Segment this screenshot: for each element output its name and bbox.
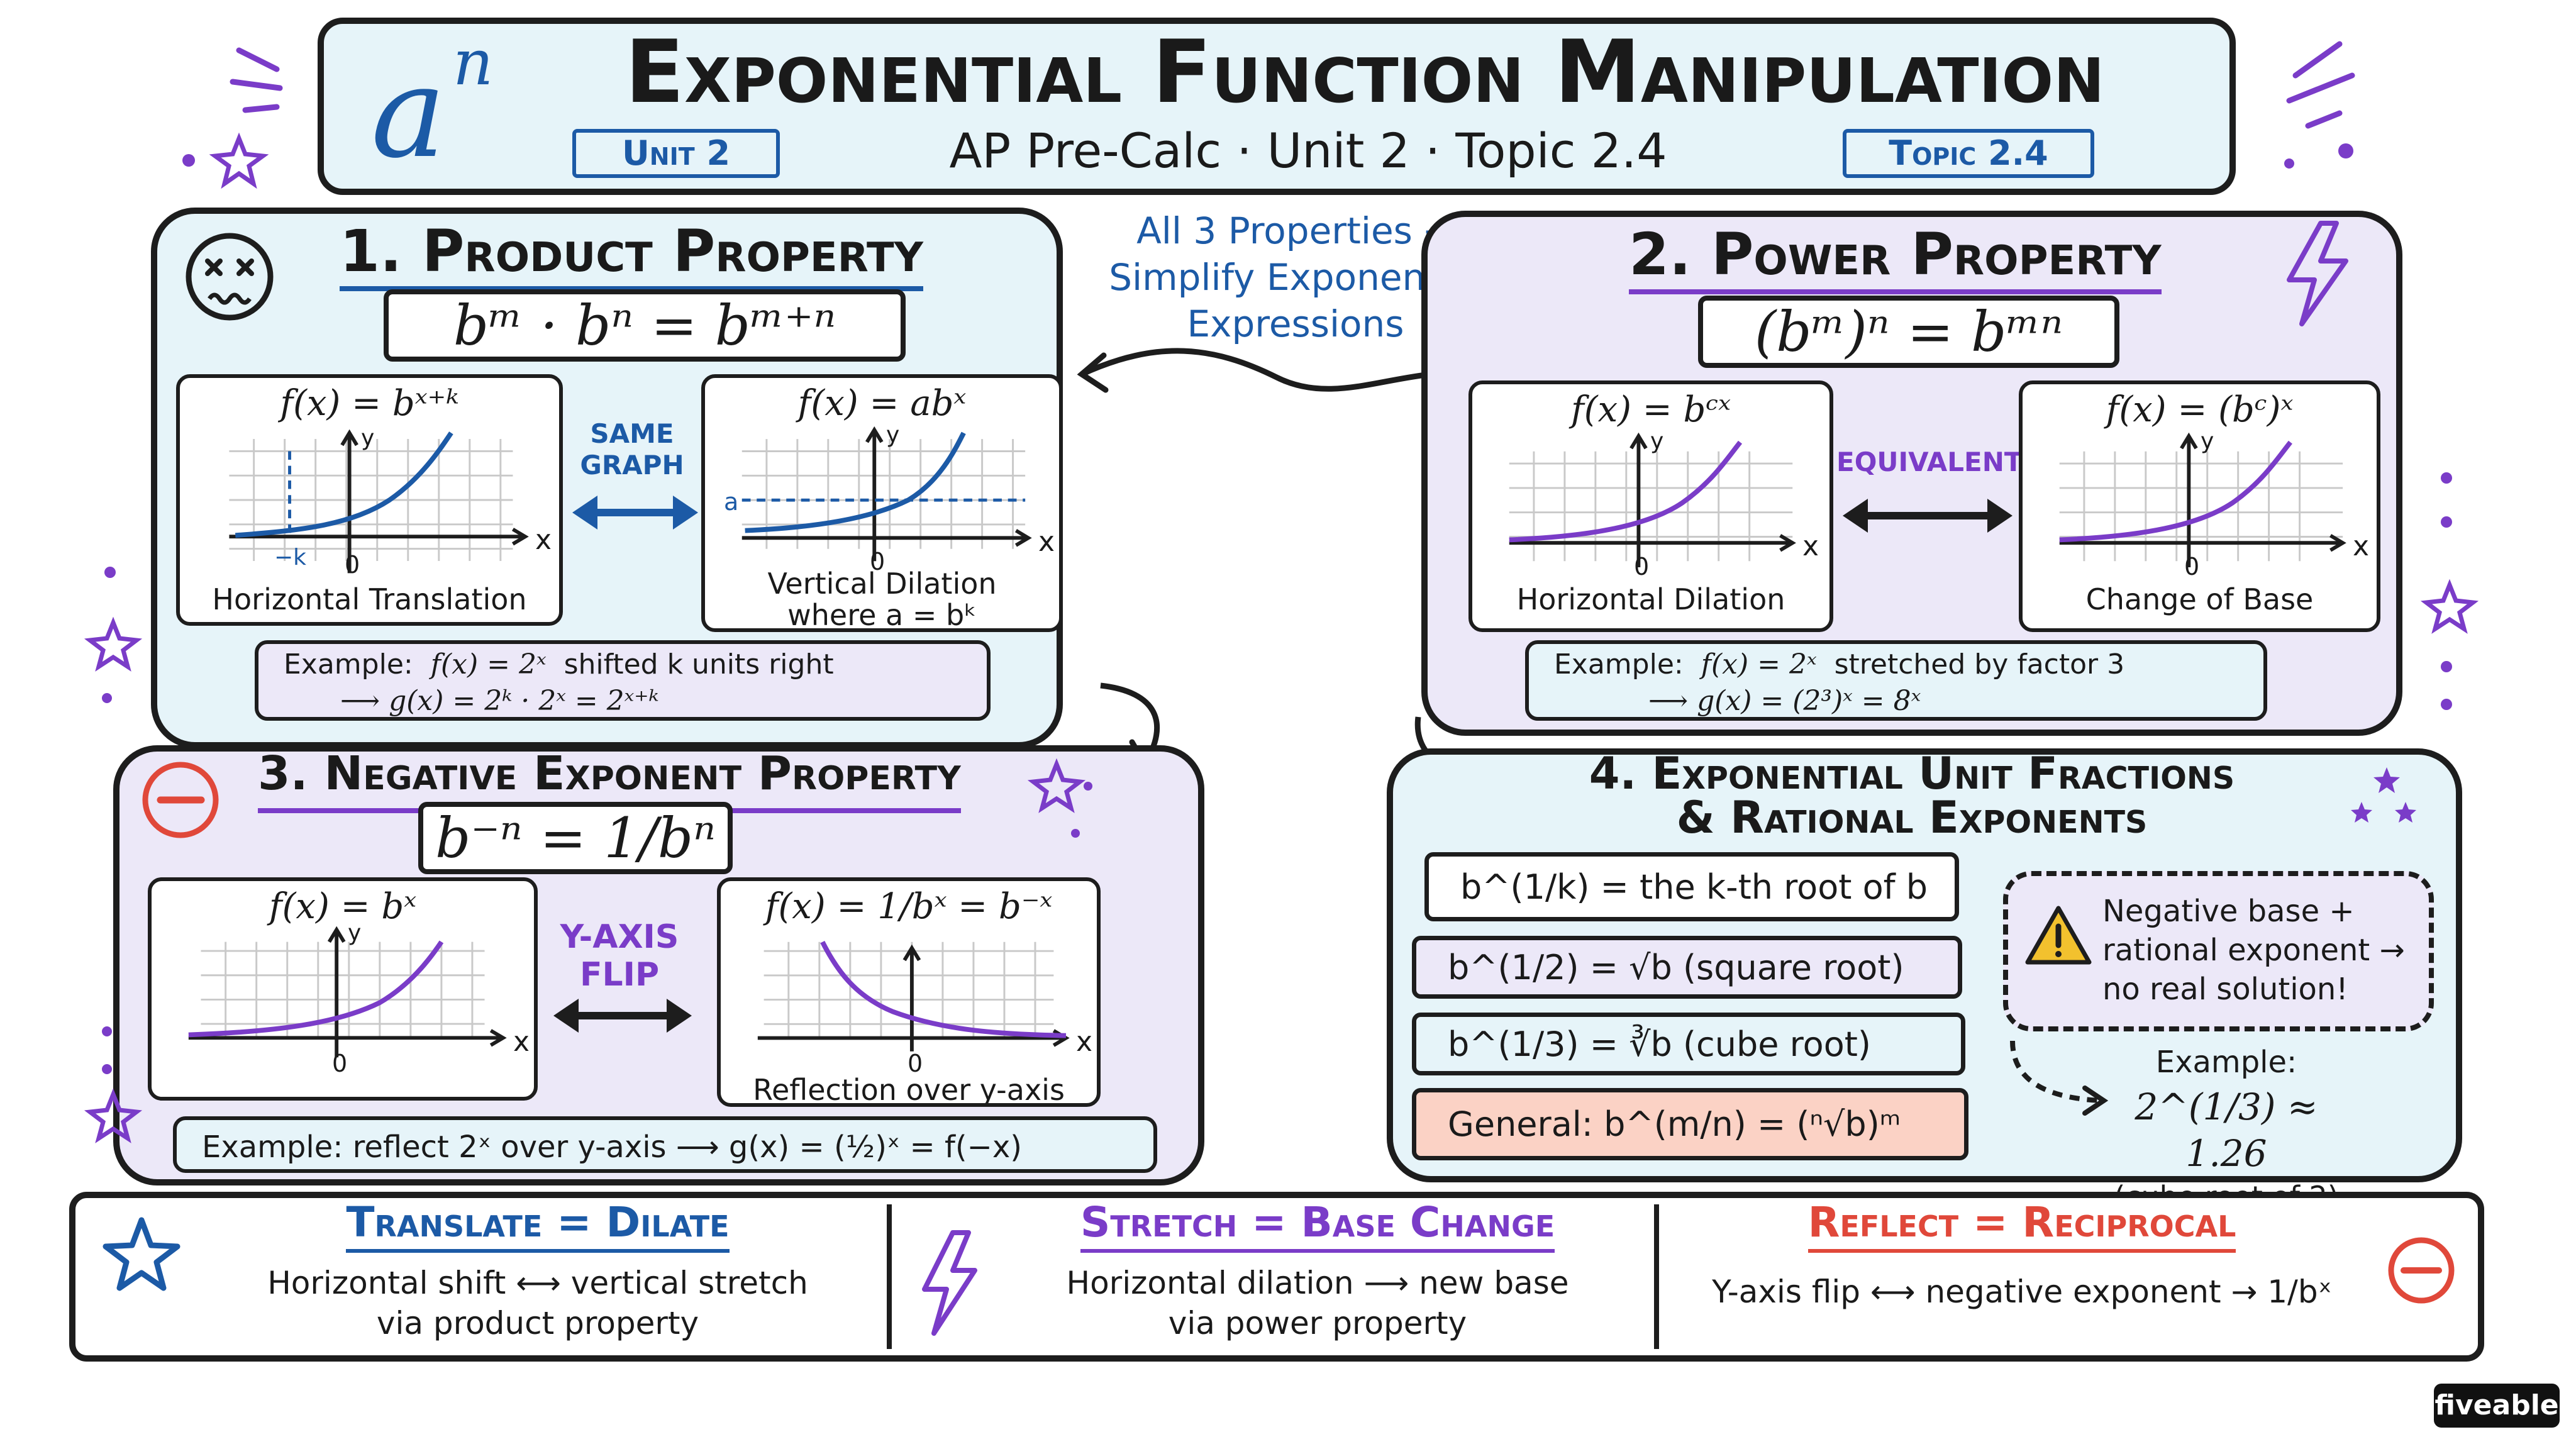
y-axis-flip-label: Y-AXIS FLIP: [560, 918, 679, 994]
negative-formula: b⁻ⁿ = 1/bⁿ: [418, 802, 733, 874]
warning-box: Negative base + rational exponent → no r…: [2003, 871, 2434, 1031]
double-arrow-icon: [572, 496, 698, 530]
general-rule-row: General: b^(m/n) = (ⁿ√b)ᵐ: [1412, 1088, 1968, 1160]
power-formula: (bᵐ)ⁿ = bᵐⁿ: [1698, 296, 2119, 368]
summary-divider: [1654, 1204, 1659, 1349]
warning-icon: [2025, 906, 2092, 965]
header-logo: a n: [371, 26, 494, 186]
minus-circle-icon: [2388, 1237, 2455, 1304]
sad-face-icon: [186, 233, 274, 321]
star-outline-icon: [103, 1217, 180, 1291]
unit-badge: Unit 2: [572, 129, 780, 178]
square-root-row: b^(1/2) = √b (square root): [1412, 936, 1962, 999]
power-right-graph: f(x) = (bᶜ)ˣ y x 0 Change of Base: [2019, 380, 2380, 632]
summary-reflect: Reflect = Reciprocal Y-axis flip ⟷ negat…: [1712, 1198, 2332, 1310]
fiveable-logo: fiveable: [2434, 1384, 2560, 1428]
double-arrow-icon: [1843, 499, 2012, 533]
sparkle-left-side-icon: [84, 567, 143, 1143]
double-arrow-icon: [553, 999, 692, 1033]
summary-divider: [887, 1204, 892, 1349]
product-right-graph: f(x) = abˣ y x 0 a Vertical Dilation whe…: [701, 374, 1063, 632]
summary-stretch: Stretch = Base Change Horizontal dilatio…: [1066, 1198, 1569, 1341]
fractions-title: 4. Exponential Unit Fractions & Rational…: [1589, 748, 2235, 843]
product-title: 1. Product Property: [340, 217, 924, 291]
negative-left-graph: f(x) = bˣ y x 0: [148, 877, 538, 1101]
minus-circle-icon: [142, 762, 219, 838]
fraction-example: Example: 2^(1/3) ≈ 1.26 (cube root of 2): [2114, 1045, 2339, 1214]
product-example: Example: f(x) = 2ˣ shifted k units right…: [255, 640, 991, 721]
unit-fraction-row: b^(1/k) = the k-th root of b: [1424, 852, 1959, 921]
star-icon: [1027, 758, 1092, 838]
power-left-graph: f(x) = bᶜˣ y x 0 Horizontal Dilation: [1468, 380, 1833, 632]
cube-root-row: b^(1/3) = ∛b (cube root): [1412, 1013, 1965, 1075]
same-graph-label: SAME GRAPH: [580, 418, 684, 480]
negative-right-graph: f(x) = 1/bˣ = b⁻ˣ x 0 Reflection over y-…: [717, 877, 1101, 1107]
lightning-icon: [922, 1230, 977, 1336]
star-cluster-icon: [2351, 767, 2416, 823]
equivalent-label: EQUIVALENT: [1836, 447, 2023, 477]
product-left-graph: f(x) = bˣ⁺ᵏ y x 0 −k Horizontal Translat…: [176, 374, 563, 626]
sparkle-right-icon: [2284, 41, 2355, 169]
summary-bar: [69, 1192, 2484, 1362]
power-example: Example: f(x) = 2ˣ stretched by factor 3…: [1525, 640, 2267, 721]
dashed-arrow-icon: [2010, 1040, 2109, 1116]
negative-example: Example: reflect 2ˣ over y-axis ⟶ g(x) =…: [173, 1116, 1157, 1173]
power-title: 2. Power Property: [1629, 220, 2162, 294]
topic-badge: Topic 2.4: [1843, 129, 2094, 178]
header-subtitle: AP Pre-Calc · Unit 2 · Topic 2.4: [949, 123, 1667, 179]
summary-translate: Translate = Dilate Horizontal shift ⟷ ve…: [267, 1198, 808, 1341]
product-formula: bᵐ · bⁿ = bᵐ⁺ⁿ: [384, 289, 906, 362]
page-title: Exponential Function Manipulation: [625, 21, 2105, 123]
sparkle-left-icon: [182, 47, 283, 189]
header-banner: [318, 18, 2236, 195]
center-note: All 3 Properties → Simplify Exponential …: [1109, 209, 1482, 345]
sparkle-side-icon: [2420, 472, 2479, 710]
lightning-icon: [2287, 221, 2348, 326]
